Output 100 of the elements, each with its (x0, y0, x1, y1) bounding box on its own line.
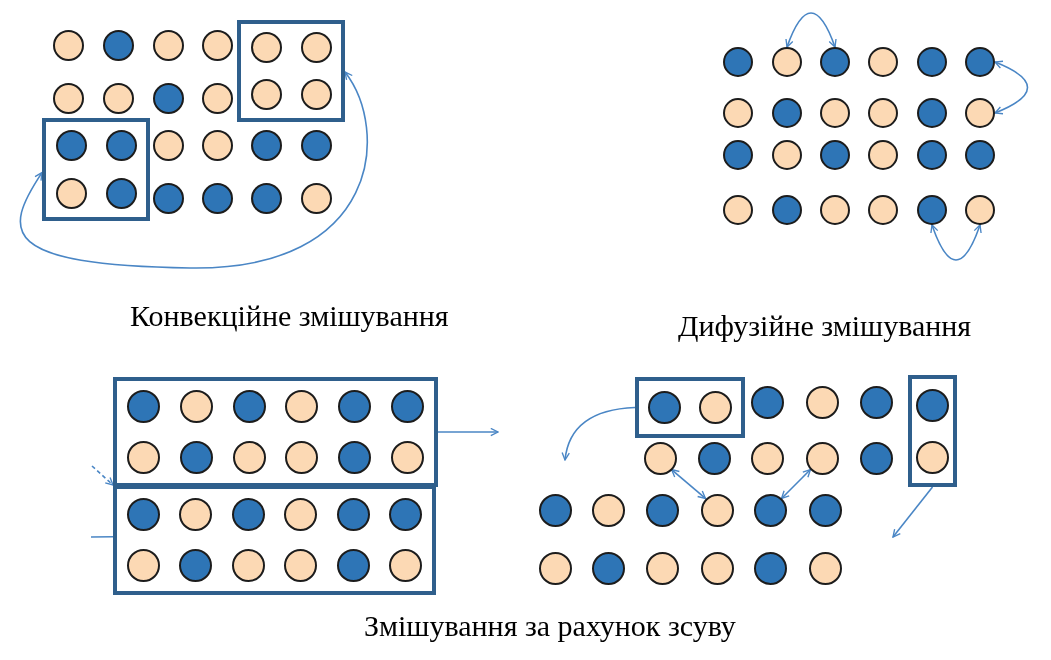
particle (336, 498, 370, 531)
particle (916, 388, 949, 422)
particle (820, 98, 850, 128)
particle (179, 441, 213, 474)
particle (805, 441, 839, 475)
arrow (561, 406, 636, 461)
particle (285, 390, 319, 423)
particle (300, 32, 332, 63)
particle (152, 29, 184, 61)
particle (645, 551, 679, 585)
particle (179, 549, 213, 582)
particle (201, 182, 233, 214)
particle (868, 98, 898, 128)
double-arrow (780, 468, 812, 500)
particle (105, 130, 137, 162)
particle (820, 195, 850, 225)
particle (917, 98, 947, 128)
particle (965, 140, 995, 170)
particle (859, 441, 893, 475)
selection-frame (113, 485, 436, 595)
particle (805, 385, 839, 419)
selection-frame (237, 20, 345, 122)
particle (389, 549, 423, 582)
particle (201, 29, 233, 61)
particle (232, 441, 266, 474)
particle (391, 390, 425, 423)
particle (179, 390, 213, 423)
particle (723, 47, 753, 77)
particle (232, 390, 266, 423)
particle (284, 498, 318, 531)
particle (917, 47, 947, 77)
particle (753, 551, 787, 585)
arrow (892, 486, 934, 538)
caption: Конвекційне змішування (130, 298, 449, 334)
particle (723, 195, 753, 225)
particle (808, 493, 842, 527)
particle (965, 98, 995, 128)
particle (126, 549, 160, 582)
particle (917, 140, 947, 170)
particle (753, 493, 787, 527)
particle (201, 129, 233, 161)
particle (859, 385, 893, 419)
particle (338, 441, 372, 474)
particle (723, 98, 753, 128)
particle (250, 32, 282, 63)
particle (699, 391, 732, 424)
particle (300, 182, 332, 214)
particle (250, 182, 282, 214)
particle (820, 47, 850, 77)
arrow (437, 427, 499, 437)
particle (152, 129, 184, 161)
caption: Змішування за рахунок зсуву (364, 608, 736, 644)
double-arrow (670, 468, 707, 500)
particle (723, 140, 753, 170)
force-line (90, 535, 114, 538)
particle (152, 82, 184, 114)
selection-frame (42, 118, 150, 221)
particle (697, 441, 731, 475)
particle (231, 549, 265, 582)
particle (916, 440, 949, 474)
particle (700, 551, 734, 585)
particle (643, 441, 677, 475)
particle (820, 140, 850, 170)
particle (52, 29, 84, 61)
particle (700, 493, 734, 527)
particle (591, 551, 625, 585)
double-arrow (994, 60, 1029, 115)
particle (102, 82, 134, 114)
particle (868, 140, 898, 170)
particle (965, 47, 995, 77)
particle (284, 549, 318, 582)
arrow (91, 465, 114, 486)
particle (591, 493, 625, 527)
particle (231, 498, 265, 531)
particle (152, 182, 184, 214)
particle (389, 498, 423, 531)
particle (391, 441, 425, 474)
particle (126, 498, 160, 531)
particle (338, 390, 372, 423)
double-arrow (930, 224, 982, 261)
particle (179, 498, 213, 531)
particle (772, 195, 802, 225)
selection-frame (113, 377, 438, 487)
double-arrow (19, 71, 368, 269)
double-arrow (785, 12, 837, 48)
particle (52, 82, 84, 114)
particle (645, 493, 679, 527)
particle (55, 130, 87, 162)
particle (648, 391, 681, 424)
particle (538, 551, 572, 585)
particle (55, 177, 87, 209)
particle (285, 441, 319, 474)
particle (750, 385, 784, 419)
particle (750, 441, 784, 475)
particle (250, 129, 282, 161)
particle (300, 129, 332, 161)
selection-frame (635, 377, 745, 438)
particle (201, 82, 233, 114)
particle (300, 79, 332, 110)
particle (126, 441, 160, 474)
